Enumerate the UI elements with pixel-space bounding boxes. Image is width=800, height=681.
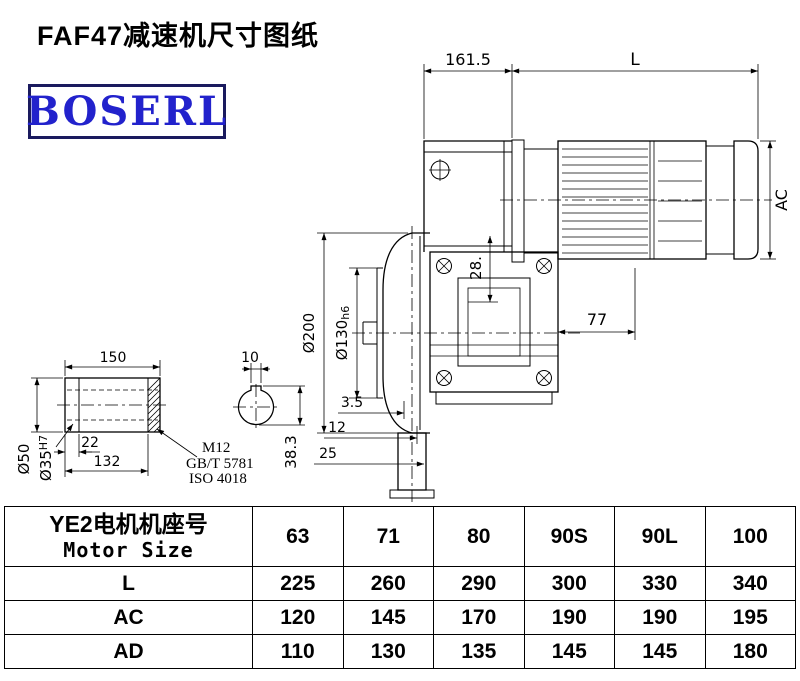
centerlines: [352, 199, 772, 502]
shaft-detail: 150 22 132 Ø50 Ø35H7 M12 GB/T 5781 ISO 4…: [15, 350, 254, 487]
ac-dimension: AC: [760, 140, 791, 260]
AD-value: 130: [342, 634, 434, 669]
AC-value: 195: [704, 600, 796, 635]
dim-3-5-label: 3.5: [341, 395, 363, 411]
dim-AC-label: AC: [772, 189, 791, 211]
AC-value: 190: [523, 600, 615, 635]
gearbox-upper-housing: [423, 140, 512, 252]
boserl-logo: BOSERL: [25, 84, 229, 139]
table-header-row: YE2电机机座号 Motor Size 63 71 80 90S 90L 100: [4, 506, 796, 567]
L-value: 260: [342, 566, 434, 601]
row-label-AC: AC: [4, 600, 253, 635]
dim-150-label: 150: [100, 350, 127, 366]
L-value: 340: [704, 566, 796, 601]
motor-size-header-en: Motor Size: [63, 538, 194, 563]
motor-size-table: YE2电机机座号 Motor Size 63 71 80 90S 90L 100…: [4, 506, 796, 669]
gearbox-case: [429, 251, 559, 405]
dimension-28: 28.: [467, 236, 498, 303]
AD-value: 145: [614, 634, 706, 669]
key-section-detail: 10 38.3: [233, 350, 305, 469]
dim-50-label: Ø50: [15, 444, 33, 475]
dim-130-tolerance: h6: [339, 306, 352, 320]
AC-value: 145: [342, 600, 434, 635]
dim-35H7-label: Ø35H7: [37, 435, 55, 481]
dim-130-value: Ø130: [333, 320, 351, 360]
AC-value: 120: [252, 600, 344, 635]
dim-161-5-label: 161.5: [445, 50, 491, 69]
table-row-AC: AC 120 145 170 190 190 195: [4, 600, 796, 635]
AD-value: 180: [704, 634, 796, 669]
AD-value: 110: [252, 634, 344, 669]
dim-38-3-label: 38.3: [282, 435, 300, 468]
flange-diameter-dimensions: Ø130h6 Ø200: [300, 232, 410, 434]
L-value: 290: [433, 566, 525, 601]
top-dimensions: 161.5 L: [423, 50, 759, 139]
technical-drawing: 161.5 L: [15, 50, 791, 502]
dim-35-value: Ø35: [37, 450, 55, 481]
dim-12-label: 12: [328, 420, 346, 436]
dim-L-label: L: [630, 50, 640, 70]
thread-callout-m12: M12: [202, 440, 230, 456]
size-col-63: 63: [252, 506, 344, 567]
table-row-AD: AD 110 130 135 145 145 180: [4, 634, 796, 669]
motor-outline: [511, 139, 759, 263]
L-value: 225: [252, 566, 344, 601]
row-label-L: L: [4, 566, 253, 601]
row-label-AD: AD: [4, 634, 253, 669]
logo-text: BOSERL: [25, 87, 229, 135]
size-col-100: 100: [704, 506, 796, 567]
dimension-77: 77: [558, 268, 636, 340]
L-value: 300: [523, 566, 615, 601]
dim-35-tolerance: H7: [37, 435, 50, 450]
dim-25-label: 25: [319, 446, 337, 462]
size-col-90L: 90L: [614, 506, 706, 567]
size-col-80: 80: [433, 506, 525, 567]
size-col-71: 71: [342, 506, 434, 567]
motor-size-header: YE2电机机座号 Motor Size: [4, 506, 253, 567]
dim-130h6-label: Ø130h6: [333, 306, 352, 360]
dim-10-label: 10: [241, 350, 259, 366]
AC-value: 170: [433, 600, 525, 635]
L-value: 330: [614, 566, 706, 601]
standard-iso-label: ISO 4018: [189, 471, 247, 487]
dim-22-label: 22: [81, 435, 99, 451]
AD-value: 135: [433, 634, 525, 669]
dim-77-label: 77: [587, 310, 607, 329]
page-title: FAF47减速机尺寸图纸: [37, 21, 320, 51]
foot-dimensions: 3.5 12 25: [314, 395, 425, 467]
AD-value: 145: [523, 634, 615, 669]
dim-200-label: Ø200: [300, 313, 318, 353]
size-col-90S: 90S: [523, 506, 615, 567]
AC-value: 190: [614, 600, 706, 635]
standard-gb-label: GB/T 5781: [186, 456, 254, 472]
table-row-L: L 225 260 290 300 330 340: [4, 566, 796, 601]
dim-28-label: 28.: [467, 256, 485, 280]
dim-132-label: 132: [94, 454, 121, 470]
motor-size-header-cn: YE2电机机座号: [49, 510, 208, 537]
